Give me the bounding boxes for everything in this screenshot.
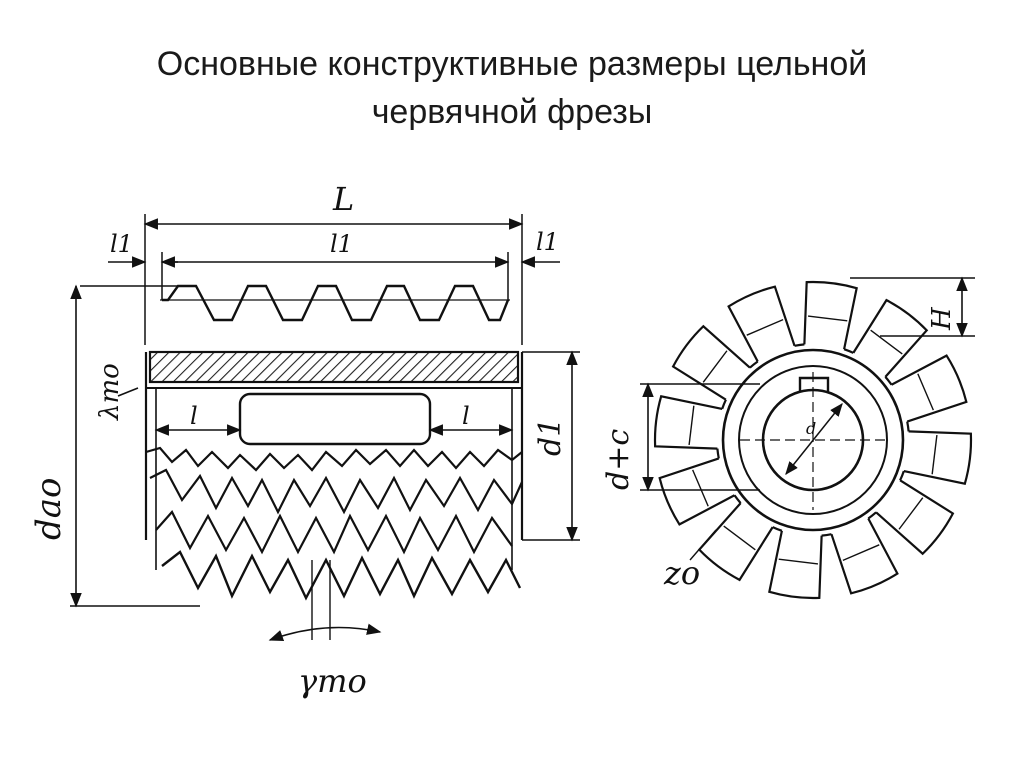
label-d: d bbox=[806, 419, 816, 438]
hub-inner-circle bbox=[738, 365, 888, 515]
gear-gullet bbox=[721, 399, 727, 410]
gear-tooth bbox=[852, 298, 929, 378]
label-l1-right: l1 bbox=[536, 228, 559, 256]
gear-tooth-step bbox=[898, 497, 924, 530]
gear-gullet bbox=[843, 348, 854, 354]
gear-gullet bbox=[794, 343, 805, 347]
label-L: L bbox=[332, 180, 354, 218]
gear-tooth-step bbox=[917, 373, 934, 411]
label-d1: d1 bbox=[533, 418, 568, 456]
label-d-plus-c: d+c bbox=[601, 429, 636, 490]
gear-gullet bbox=[867, 511, 877, 520]
gear-gullet bbox=[733, 494, 742, 504]
gear-gullet bbox=[906, 421, 910, 432]
gear-tooth-step bbox=[931, 434, 938, 475]
title-line-2: червячной фрезы bbox=[371, 93, 653, 131]
gear-tooth bbox=[658, 457, 736, 526]
hub-section-hatched bbox=[148, 350, 520, 384]
label-l1-center: l1 bbox=[330, 230, 353, 258]
gear-gullet bbox=[899, 470, 905, 481]
gear-tooth-step bbox=[702, 350, 728, 383]
bore-keyway bbox=[798, 376, 830, 392]
label-H: H bbox=[927, 306, 957, 331]
label-l-right: l bbox=[462, 402, 470, 430]
keyway-slot bbox=[238, 392, 432, 446]
label-zo: zo bbox=[663, 554, 700, 592]
gear-gullet bbox=[716, 448, 720, 459]
gear-tooth-step bbox=[870, 329, 903, 355]
gear-gullet bbox=[884, 376, 893, 386]
label-dao: dao bbox=[29, 477, 69, 540]
gear-gullet bbox=[772, 526, 783, 532]
gear-tooth bbox=[803, 280, 858, 350]
gear-tooth-step bbox=[688, 405, 695, 446]
title-line-1: Основные конструктивные размеры цельной bbox=[156, 45, 868, 83]
thread-profile bbox=[162, 284, 510, 322]
side-view bbox=[70, 214, 580, 641]
gear-tooth bbox=[903, 430, 973, 485]
gear-tooth-step bbox=[692, 469, 709, 507]
label-l1-left: l1 bbox=[110, 230, 133, 258]
gear-tooth bbox=[727, 285, 796, 363]
gear-tooth bbox=[768, 530, 823, 600]
gear-tooth bbox=[890, 354, 968, 423]
gear-tooth bbox=[671, 324, 751, 401]
hub-outer-circle bbox=[721, 348, 905, 532]
gear-tooth-step bbox=[842, 544, 880, 561]
label-l-left: l bbox=[190, 402, 198, 430]
gear-tooth-step bbox=[723, 525, 756, 551]
gear-gullet bbox=[749, 360, 759, 369]
gear-teeth bbox=[653, 280, 973, 600]
end-view bbox=[640, 276, 975, 600]
slide-title: Основные конструктивные размеры цельной … bbox=[0, 40, 1024, 136]
label-gamma-mo: γmo bbox=[298, 662, 367, 700]
gear-tooth-step bbox=[746, 319, 784, 336]
gear-gullet bbox=[821, 533, 832, 537]
gear-tooth bbox=[653, 395, 723, 450]
gear-tooth-step bbox=[807, 315, 848, 322]
label-lambda-mo: λmo bbox=[95, 363, 125, 421]
gear-tooth bbox=[830, 517, 899, 595]
gear-tooth bbox=[875, 479, 955, 556]
gear-tooth-step bbox=[778, 558, 819, 565]
